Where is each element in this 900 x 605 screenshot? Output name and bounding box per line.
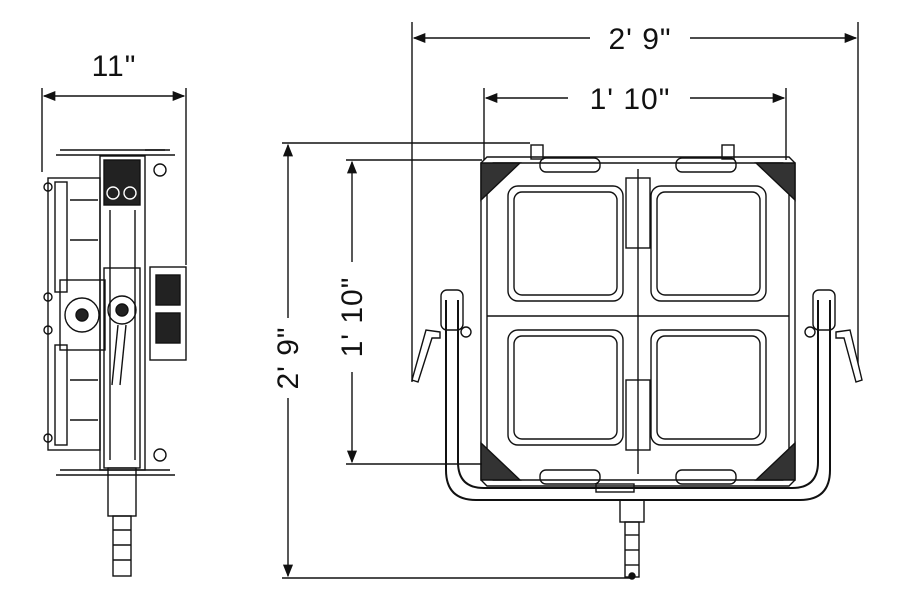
front-view (282, 22, 863, 580)
height-panel-label: 1' 10" (336, 277, 369, 358)
side-depth-label: 11" (92, 50, 137, 83)
side-view (41, 88, 187, 577)
front-width-overall-label: 2' 9" (608, 23, 671, 56)
height-overall-label: 2' 9" (272, 326, 305, 389)
front-width-panel-label: 1' 10" (590, 83, 671, 116)
